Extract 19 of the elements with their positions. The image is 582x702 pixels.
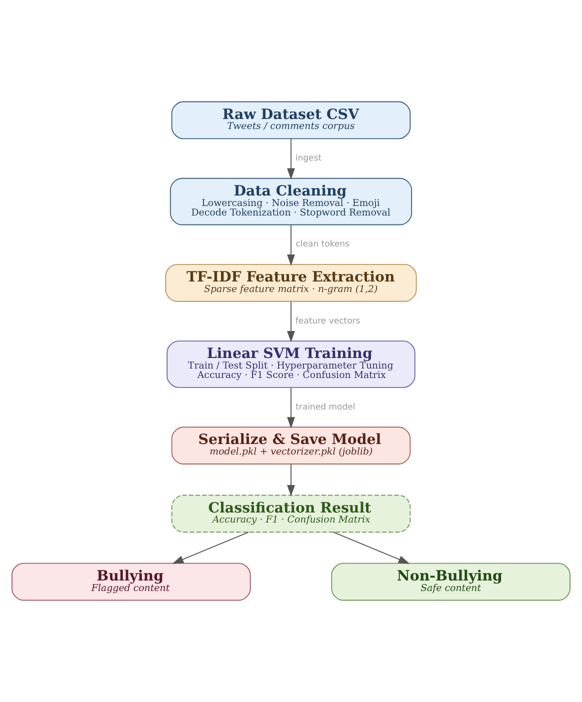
arrow bbox=[172, 532, 250, 564]
edge-label: clean tokens bbox=[296, 240, 350, 250]
edge-label: trained model bbox=[296, 402, 356, 412]
arrow bbox=[287, 464, 295, 496]
arrow bbox=[287, 138, 295, 180]
node-box: Non-Bullying Safe content bbox=[331, 562, 570, 601]
edge-label: ingest bbox=[295, 154, 322, 164]
node-box: Classification Result Accuracy · F1 · Confusion Matrix bbox=[171, 494, 411, 533]
node-box: Linear SVM Training Train / Test Split · Hyperparameter Tuning Accuracy · F1 Score · Confusion Matrix bbox=[166, 340, 416, 388]
arrow bbox=[332, 532, 410, 564]
node-box: Bullying Flagged content bbox=[12, 562, 251, 601]
node-box: Data Cleaning Lowercasing · Noise Removal · Emoji Decode Tokenization · Stopword Removal bbox=[170, 178, 412, 226]
arrow bbox=[287, 387, 295, 429]
node-box: TF-IDF Feature Extraction Sparse feature matrix · n-gram (1,2) bbox=[165, 264, 417, 302]
node-box: Raw Dataset CSV Tweets / comments corpus bbox=[171, 101, 411, 140]
arrow bbox=[287, 301, 295, 342]
edge-label: feature vectors bbox=[295, 316, 360, 326]
arrow bbox=[287, 224, 295, 266]
node-box: Serialize & Save Model model.pkl + vectorizer.pkl (joblib) bbox=[171, 426, 411, 464]
